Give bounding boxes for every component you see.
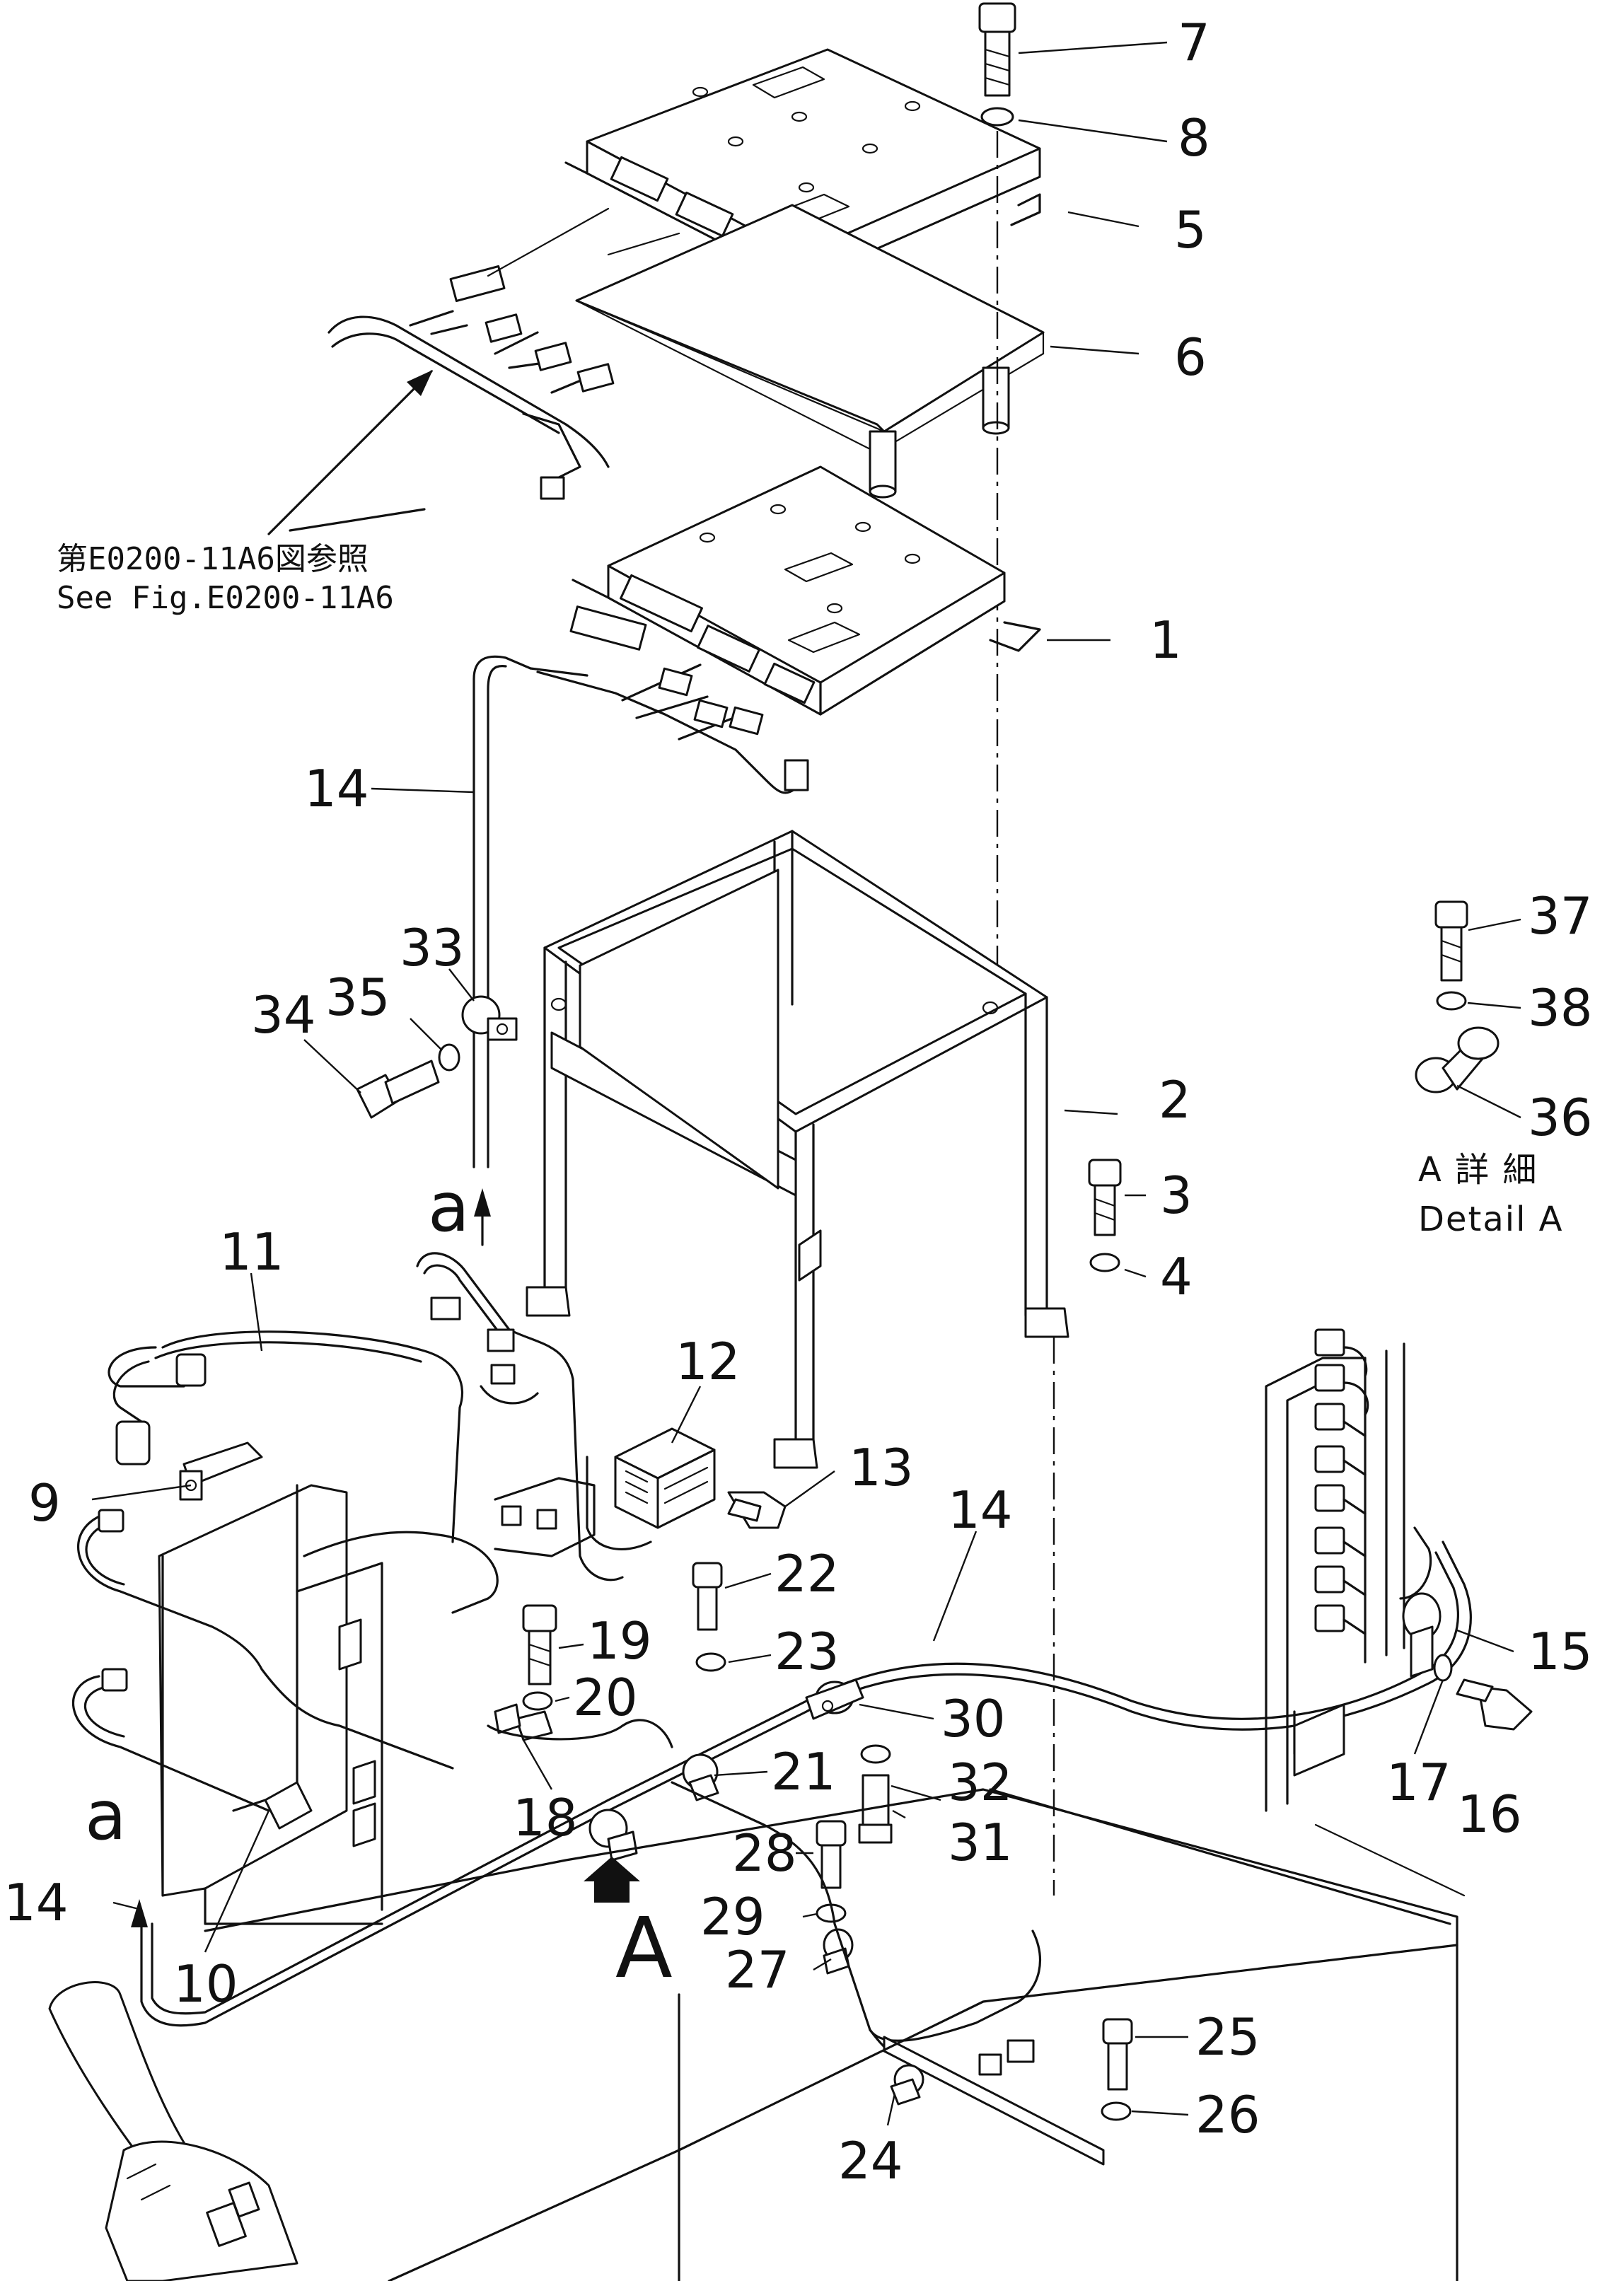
callout-17: 17: [1386, 1753, 1451, 1812]
bolt-19: [522, 1604, 557, 1685]
callout-3: 3: [1160, 1166, 1193, 1225]
callout-30: 30: [941, 1689, 1006, 1748]
harness-11: [108, 1252, 624, 1581]
washer-8: [980, 107, 1014, 127]
detail-a-title-jp: A 詳 細: [1418, 1150, 1538, 1190]
clamp-24: [883, 2036, 1105, 2166]
bolt-22: [692, 1562, 723, 1631]
washer-4: [1089, 1253, 1120, 1272]
bolt-28: [816, 1820, 847, 1889]
callout-29: 29: [700, 1887, 765, 1946]
joystick-lever: [48, 1981, 298, 2281]
callout-37: 37: [1528, 886, 1593, 946]
clip-18: [487, 1703, 673, 1748]
connector-bank: [1265, 1328, 1405, 1812]
washer-17: [1433, 1654, 1453, 1682]
bolt-3: [1088, 1159, 1122, 1236]
callout-33: 33: [400, 918, 465, 977]
callout-leaders: [91, 41, 1521, 2126]
callout-14-main: 14: [948, 1480, 1013, 1540]
callout-21: 21: [771, 1742, 836, 1801]
washer-20: [522, 1691, 553, 1711]
bolt-7: [978, 2, 1016, 97]
clamp-33: [461, 995, 518, 1041]
callout-22: 22: [775, 1544, 840, 1603]
ref-arrow-line: [267, 370, 433, 535]
controller-upper: [564, 48, 1041, 313]
bolt-31: [858, 1774, 893, 1844]
callout-numbers: 1 2 3 4 5 6 7 8 9 10 11 12 13 14 14 14 1…: [4, 13, 1593, 2190]
callout-26: 26: [1195, 2085, 1260, 2144]
detail-a-title-en: Detail A: [1418, 1200, 1564, 1239]
plate-gasket: [575, 204, 1045, 499]
callout-1: 1: [1149, 610, 1182, 670]
callout-5: 5: [1174, 200, 1207, 260]
harness-left: [72, 1509, 499, 1812]
callout-31: 31: [948, 1813, 1013, 1872]
callout-27: 27: [725, 1940, 790, 1999]
callout-2: 2: [1159, 1070, 1191, 1130]
reference-note-en: See Fig.E0200-11A6: [57, 580, 394, 616]
harness-14-upper: [472, 605, 809, 1168]
unit-12: [494, 1427, 716, 1557]
washer-26: [1101, 2101, 1132, 2121]
controller-lower: [572, 465, 1041, 716]
callout-4: 4: [1160, 1247, 1193, 1306]
bolt-13: [727, 1491, 787, 1529]
clamp-30: [805, 1678, 864, 1720]
washer-32: [860, 1744, 891, 1764]
callout-13: 13: [849, 1438, 914, 1497]
bracket-9: [179, 1441, 263, 1501]
section-mark-a-top: a: [428, 1168, 470, 1247]
callout-24: 24: [838, 2131, 903, 2190]
bolt-34: [356, 1060, 440, 1119]
section-mark-a-left: a: [85, 1776, 127, 1855]
bracket-plate: [158, 1484, 383, 1925]
callout-8: 8: [1178, 108, 1210, 168]
callout-15: 15: [1528, 1622, 1593, 1681]
washer-23: [695, 1652, 726, 1672]
callout-34: 34: [251, 985, 316, 1045]
clamp-21: [682, 1753, 719, 1801]
detail-a-parts: [1415, 900, 1500, 1093]
callout-10: 10: [173, 1954, 238, 2014]
harness-upper: [289, 265, 615, 532]
bolt-16: [1456, 1678, 1533, 1731]
washer-35: [438, 1043, 460, 1072]
clamp-15: [1402, 1592, 1442, 1678]
callout-35: 35: [325, 968, 390, 1027]
callout-12: 12: [675, 1332, 741, 1391]
callout-16: 16: [1457, 1784, 1522, 1844]
callout-14-left: 14: [4, 1873, 69, 1932]
callout-7: 7: [1178, 13, 1210, 72]
callout-19: 19: [587, 1611, 652, 1671]
mounting-frame: [526, 830, 1069, 1469]
bolt-25: [1102, 2018, 1133, 2091]
callout-6: 6: [1174, 327, 1207, 387]
clamp-detail-a-location: [588, 1809, 638, 1862]
callout-36: 36: [1528, 1088, 1593, 1147]
callout-23: 23: [775, 1622, 840, 1681]
callout-9: 9: [28, 1473, 61, 1533]
callout-20: 20: [573, 1668, 638, 1727]
callout-14-upper: 14: [304, 759, 369, 818]
view-letter-a: A: [615, 1899, 673, 1997]
callout-28: 28: [732, 1823, 797, 1883]
callout-32: 32: [948, 1753, 1013, 1812]
callout-11: 11: [219, 1222, 284, 1282]
base-floor: [204, 1788, 1466, 2281]
callout-38: 38: [1528, 978, 1593, 1038]
callout-18: 18: [513, 1788, 578, 1847]
callout-25: 25: [1195, 2007, 1260, 2067]
reference-note-jp: 第E0200-11A6図参照: [57, 541, 369, 577]
view-arrow-a: [584, 1857, 640, 1903]
